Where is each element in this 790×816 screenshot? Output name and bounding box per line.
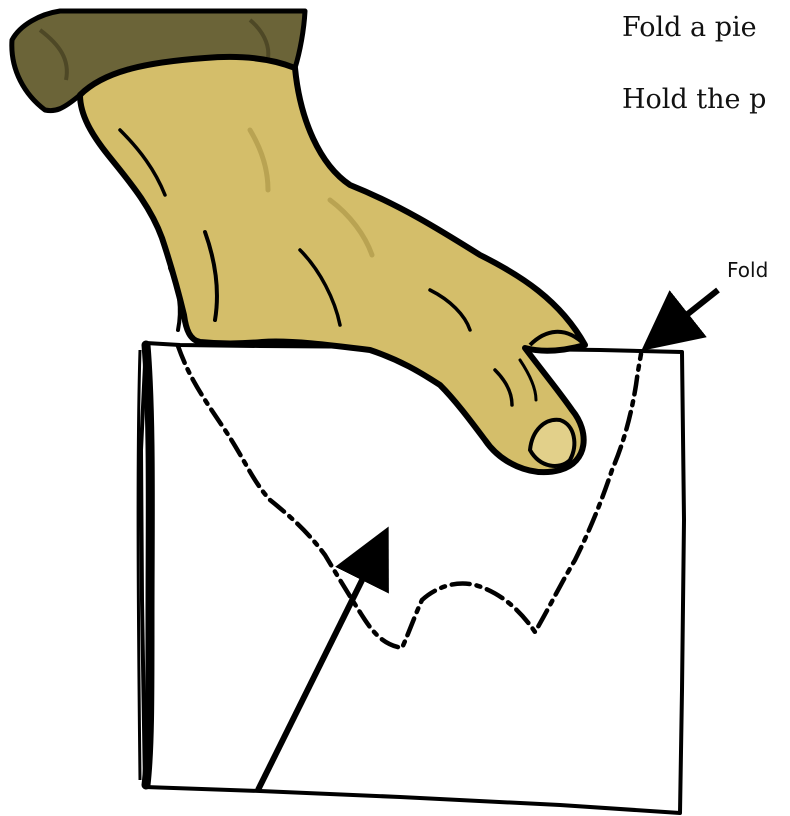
instruction-line-1: Fold a pie xyxy=(622,12,757,43)
paper-fold-edge xyxy=(146,345,150,785)
paper-sheet xyxy=(141,343,684,813)
fold-arrow-icon xyxy=(660,290,718,336)
fold-label: Fold xyxy=(727,258,768,282)
folded-paper xyxy=(138,343,684,813)
instruction-line-2: Hold the p xyxy=(622,84,766,115)
